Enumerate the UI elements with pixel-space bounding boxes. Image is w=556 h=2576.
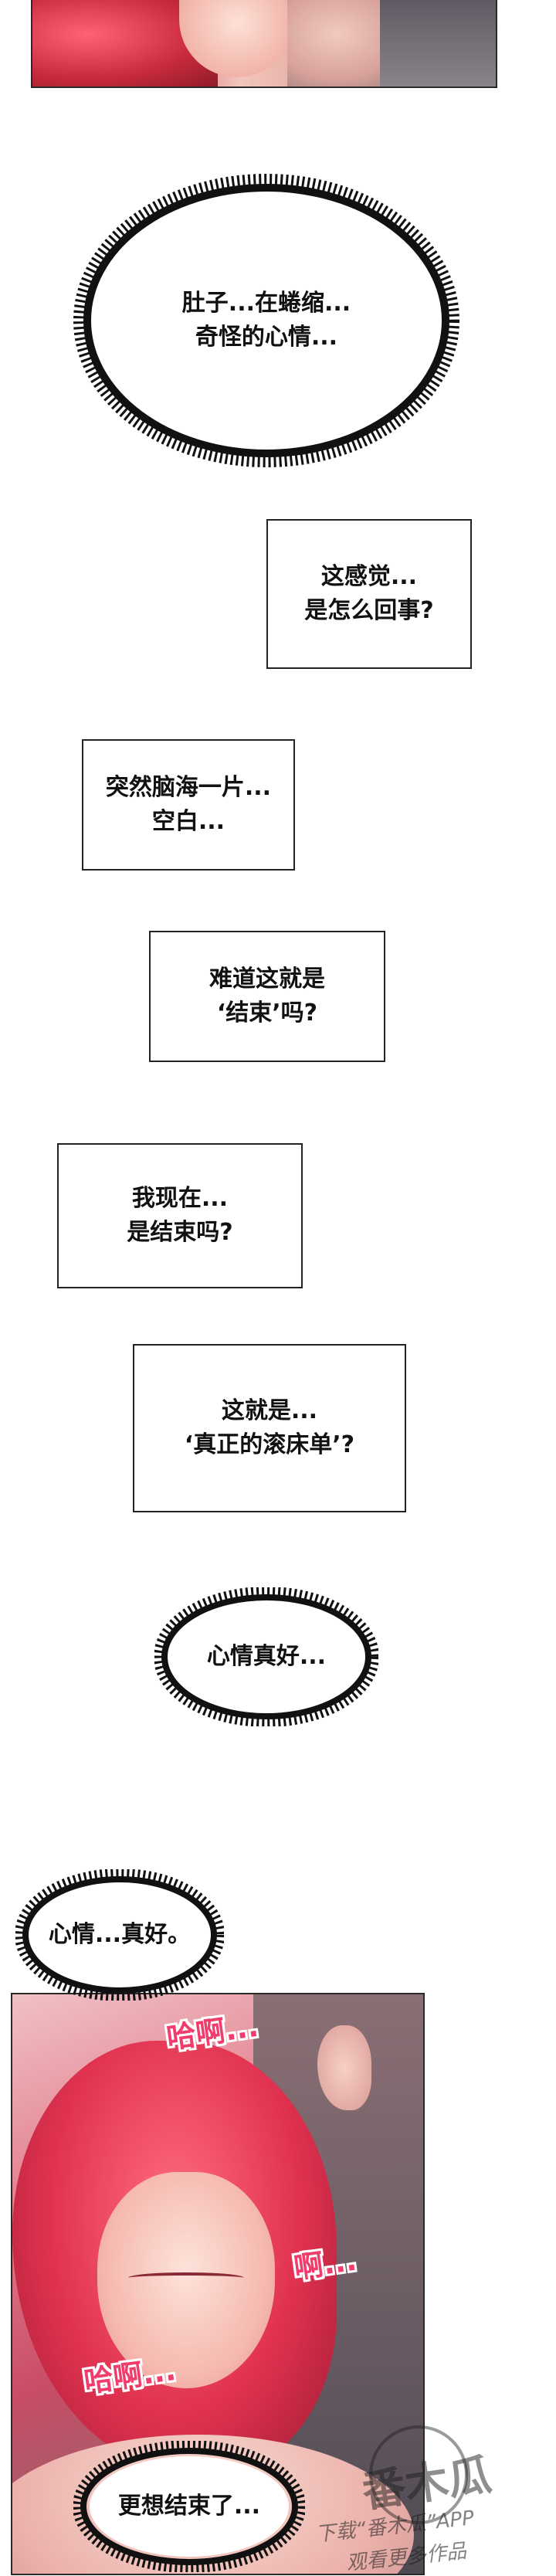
thought-burst-bubble-4: 更想结束了... [73,2441,305,2572]
narration-box-4: 我现在... 是结束吗? [57,1143,303,1288]
ear-art [317,2025,371,2110]
bubble-text: 心情真好... [206,1643,327,1670]
narration-box-2: 突然脑海一片... 空白... [82,739,295,871]
burst-outline [15,1869,224,2001]
bubble-text: 肚子...在蜷缩... 奇怪的心情... [181,290,351,351]
app-watermark: 番木瓜 下载“番木瓜”APP 观看更多作品 [314,2418,547,2575]
sound-effect-2: 啊... [291,2242,359,2286]
narration-box-3: 难道这就是 ‘结束’吗? [149,931,385,1062]
background-shadow-art [380,0,496,87]
closed-eyes-art [128,2272,244,2283]
burst-outline [73,174,459,467]
narration-box-1: 这感觉... 是怎么回事? [266,519,472,669]
thought-burst-bubble-2: 心情真好... [154,1587,378,1726]
comic-panel-top [31,0,497,88]
narration-box-5: 这就是... ‘真正的滚床单’? [133,1344,406,1512]
bubble-text: 更想结束了... [117,2493,261,2520]
bubble-text: 心情...真好。 [48,1921,192,1948]
thought-burst-bubble-3: 心情...真好。 [15,1869,224,2001]
watermark-logo-icon [369,2425,468,2524]
thought-burst-bubble-1: 肚子...在蜷缩... 奇怪的心情... [73,174,459,467]
burst-outline [73,2441,305,2572]
burst-outline [154,1587,378,1726]
